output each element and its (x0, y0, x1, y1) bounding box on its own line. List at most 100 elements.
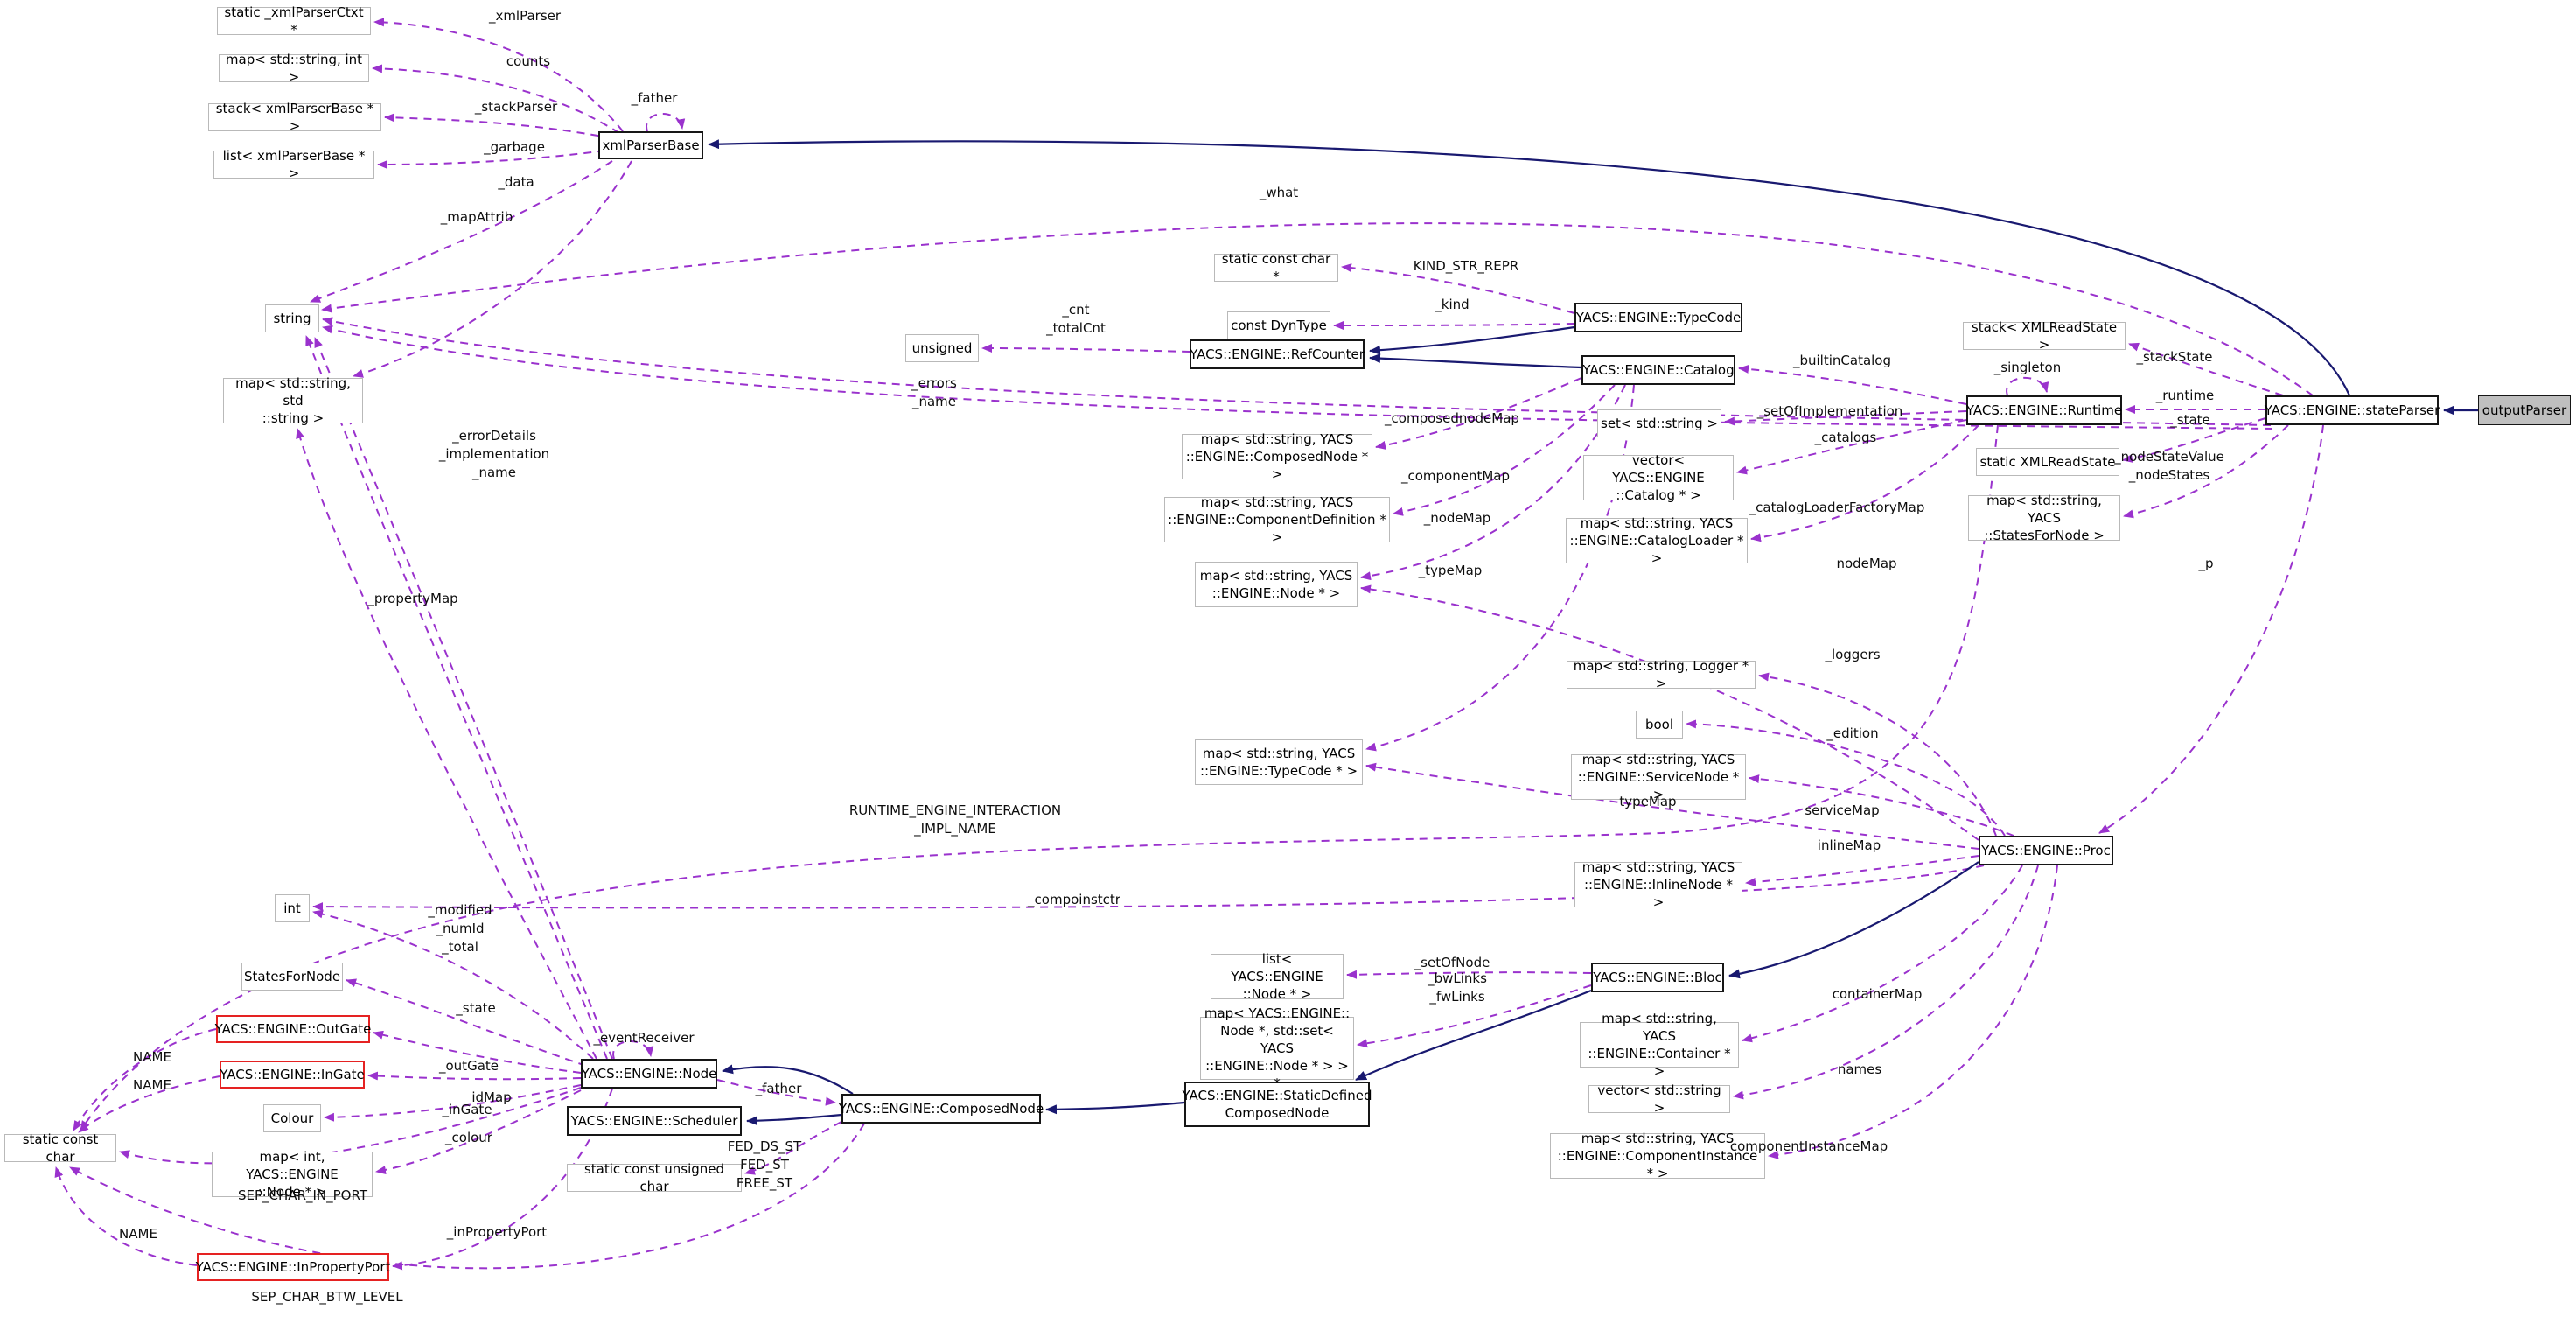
edge-label-setofimplementation: _setOfImplementation (1756, 403, 1903, 419)
class-box-node[interactable]: YACS::ENGINE::Node (581, 1059, 717, 1088)
edge-label-names: names (1837, 1061, 1882, 1077)
class-box-inpropertyport[interactable]: YACS::ENGINE::InPropertyPort (196, 1253, 390, 1281)
class-box-map-logger[interactable]: map< std::string, Logger * > (1567, 658, 1756, 691)
class-box-composednode[interactable]: YACS::ENGINE::ComposedNode (839, 1094, 1044, 1124)
class-box-statesfornode[interactable]: StatesForNode (241, 962, 343, 990)
edge-label-counts: counts (506, 53, 551, 69)
class-box-bool[interactable]: bool (1636, 710, 1683, 738)
class-box-stack-xmlreadstate[interactable]: stack< XMLReadState > (1963, 319, 2126, 353)
class-box-map-typecode[interactable]: map< std::string, YACS ::ENGINE::TypeCod… (1195, 739, 1363, 785)
edge-label-modified-numid-total: _modified _numId _total (428, 902, 492, 955)
class-box-map-node[interactable]: map< std::string, YACS ::ENGINE::Node * … (1195, 562, 1358, 607)
class-box-map-string-string[interactable]: map< std::string, std ::string > (223, 375, 363, 426)
edge-label-state-stateparser: _state (2170, 412, 2210, 428)
class-box-catalog[interactable]: YACS::ENGINE::Catalog (1581, 355, 1735, 385)
class-box-list-node[interactable]: list< YACS::ENGINE ::Node * > (1211, 951, 1344, 1002)
edge-label-typemap-catalog: _typeMap (1418, 563, 1483, 578)
class-box-outgate[interactable]: YACS::ENGINE::OutGate (215, 1015, 371, 1043)
edge-compoinstctr (312, 864, 1985, 912)
class-box-stateparser[interactable]: YACS::ENGINE::stateParser (2265, 396, 2440, 425)
class-box-int[interactable]: int (275, 894, 310, 922)
edge-stackstate (2128, 342, 2284, 396)
class-box-set-string[interactable]: set< std::string > (1597, 410, 1721, 438)
edge-runtime-engine-interaction (80, 424, 1999, 1131)
class-box-ingate[interactable]: YACS::ENGINE::InGate (220, 1060, 365, 1088)
edge-label-inpropertyport: _inPropertyPort (446, 1224, 548, 1240)
class-box-string[interactable]: string (265, 304, 319, 332)
class-box-map-statesfornode[interactable]: map< std::string, YACS ::StatesForNode > (1968, 493, 2120, 543)
class-box-xmlparserbase[interactable]: xmlParserBase (598, 131, 703, 159)
edge-mapattrib (353, 160, 632, 378)
edge-cnt-totalcnt (981, 344, 1190, 354)
edge-inpropertyport (392, 1088, 613, 1270)
class-box-vector-string[interactable]: vector< std::string > (1588, 1082, 1730, 1116)
edge-loggers (1758, 672, 1997, 836)
class-box-map-container[interactable]: map< std::string, YACS ::ENGINE::Contain… (1580, 1011, 1739, 1079)
edge-label-kind: _kind (1435, 297, 1470, 312)
edge-containermap (1742, 864, 2023, 1043)
class-box-outputparser[interactable]: outputParser (2478, 396, 2571, 425)
edge-label-kind-str-repr: KIND_STR_REPR (1413, 258, 1519, 274)
class-box-map-componentinstance[interactable]: map< std::string, YACS ::ENGINE::Compone… (1550, 1130, 1765, 1181)
edge-errors (322, 317, 2272, 426)
edge-label-componentmap: _componentMap (1400, 468, 1511, 484)
edge-label-errordetails-implementation-name: _errorDetails _implementation _name (438, 428, 550, 480)
class-box-map-componentdefinition[interactable]: map< std::string, YACS ::ENGINE::Compone… (1164, 494, 1390, 545)
edge-label-singleton: _singleton (1993, 360, 2062, 375)
class-box-refcounter[interactable]: YACS::ENGINE::RefCounter (1190, 340, 1365, 369)
class-box-static-const-char-ptr[interactable]: static const char * (1214, 251, 1338, 284)
class-box-map-composednode[interactable]: map< std::string, YACS ::ENGINE::Compose… (1182, 431, 1372, 482)
class-box-proc[interactable]: YACS::ENGINE::Proc (1979, 836, 2113, 865)
edge-composednode-inherits-scheduler (746, 1113, 842, 1126)
class-box-list-xmlparserbase[interactable]: list< xmlParserBase * > (213, 148, 374, 181)
edge-xmlparser (373, 18, 624, 132)
edge-componentmap (1393, 384, 1616, 516)
class-box-map-node-set[interactable]: map< YACS::ENGINE:: Node *, std::set< YA… (1200, 1005, 1354, 1091)
edge-name-ingate (78, 1075, 220, 1133)
class-box-map-catalogloader[interactable]: map< std::string, YACS ::ENGINE::Catalog… (1566, 515, 1748, 566)
edge-setofimplementation (1724, 410, 1967, 426)
class-box-bloc[interactable]: YACS::ENGINE::Bloc (1591, 962, 1724, 992)
class-box-static-xmlreadstate[interactable]: static XMLReadState (1976, 448, 2119, 476)
edge-label-catalogs: _catalogs (1814, 430, 1877, 445)
class-box-vector-catalog[interactable]: vector< YACS::ENGINE ::Catalog * > (1583, 452, 1734, 503)
class-box-map-servicenode[interactable]: map< std::string, YACS ::ENGINE::Service… (1571, 752, 1746, 802)
edge-label-outgate: _outGate (439, 1058, 499, 1074)
edge-ingate (367, 1071, 582, 1081)
edge-label-errors-name: _errors _name (911, 375, 957, 410)
edge-typecode-inherits-refcounter (1369, 326, 1575, 355)
edge-father-node (716, 1079, 836, 1106)
edge-label-typemap-proc: typeMap (1619, 794, 1677, 809)
edge-propertymap (296, 428, 597, 1060)
class-box-map-int-node[interactable]: map< int, YACS::ENGINE ::Node * > (212, 1149, 373, 1200)
class-box-stack-xmlparserbase[interactable]: stack< xmlParserBase * > (208, 101, 381, 134)
edge-label-nodestatevalue-nodestates: _nodeStateValue _nodeStates (2114, 449, 2224, 483)
class-box-static-const-char[interactable]: static const char (4, 1131, 116, 1165)
edge-state-node (346, 978, 587, 1067)
class-box-typecode[interactable]: YACS::ENGINE::TypeCode (1574, 303, 1742, 332)
class-box-xmlparserctxt[interactable]: static _xmlParserCtxt * (217, 4, 371, 38)
class-box-unsigned[interactable]: unsigned (905, 334, 979, 362)
edge-father-self-loop (646, 113, 686, 132)
edge-label-state-node: _state (456, 1000, 496, 1016)
class-box-colour[interactable]: Colour (263, 1104, 321, 1132)
edge-name-string (322, 325, 2273, 430)
edge-catalogs (1736, 419, 1967, 475)
edge-bwlinks (1357, 984, 1592, 1048)
class-box-map-inlinenode[interactable]: map< std::string, YACS ::ENGINE::InlineN… (1574, 859, 1742, 910)
edge-names (1733, 864, 2039, 1100)
class-box-staticdefinedcomposednode[interactable]: YACS::ENGINE::StaticDefined ComposedNode (1182, 1082, 1372, 1127)
edge-label-compoinstctr: _compoinstctr (1028, 892, 1120, 907)
class-box-runtime[interactable]: YACS::ENGINE::Runtime (1966, 396, 2122, 425)
edge-setofnode (1346, 970, 1592, 979)
edge-composednodemap (1375, 377, 1582, 450)
edge-label-nodemap-proc: nodeMap (1836, 556, 1897, 571)
class-box-scheduler[interactable]: YACS::ENGINE::Scheduler (567, 1106, 742, 1136)
edge-label-idmap: idMap (471, 1089, 512, 1105)
class-box-static-const-uchar[interactable]: static const unsigned char (567, 1161, 742, 1194)
class-box-const-dyntype[interactable]: const DynType (1227, 312, 1330, 340)
class-box-map-string-int[interactable]: map< std::string, int > (219, 52, 369, 85)
edge-label-setofnode: _setOfNode (1414, 955, 1490, 970)
edge-garbage (377, 150, 606, 169)
